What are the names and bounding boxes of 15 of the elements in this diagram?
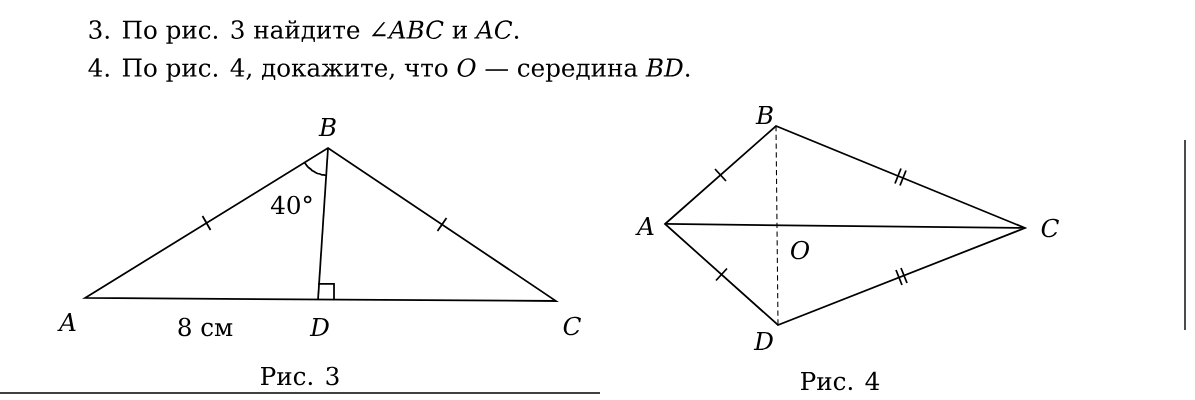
vertex-label: B [755,106,773,124]
vertex-label: D [753,332,773,350]
vertex-label: O [791,240,809,260]
vertex-label: D [309,318,329,336]
vertex-label: C [563,316,581,336]
task-text: 4. По рис. 4, докажите, что O — середина BD. [88,58,690,82]
task-text: 3. По рис. 3 найдите ∠ABC и AC. [89,20,519,44]
figure-caption: Рис. 3 [261,366,339,386]
vertex-label: B [318,118,336,136]
vertex-label: A [635,217,654,235]
figure-caption: Рис. 4 [801,371,880,391]
angle-label: 40° [270,195,312,215]
vertex-label: A [57,313,76,331]
vertex-label: C [1041,218,1059,238]
length-label: 8 см [178,317,233,337]
